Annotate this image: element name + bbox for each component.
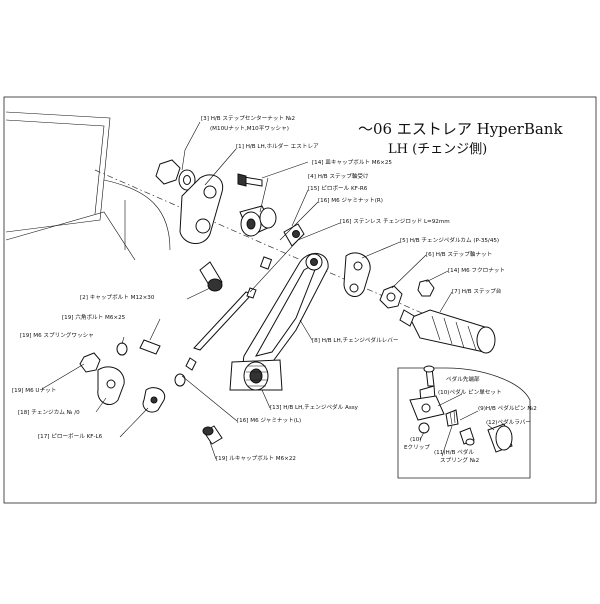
pillow-ball-r-part [259,223,305,270]
diagram-title: 〜06 エストレア HyperBank [358,120,563,138]
label-part-18: [18] チェンジカム № /0 [18,409,80,416]
label-part-16-nut-r: [16] M6 ジャミナット(R) [318,197,383,204]
label-part-3: [3] H/B ステップセンターナット №2 [201,114,295,122]
center-axis-line [94,169,496,346]
label-part-2: [2] キャップボルト M12×30 [80,293,155,301]
step-footpeg-part [399,309,496,354]
label-part-8: [8] H/B LH,チェンジペダルレバー [312,336,399,344]
frame-outline-lines [5,111,171,261]
cap-bolt-part [199,261,223,292]
diagram-frame [3,96,597,504]
step-bearing-part [239,205,277,237]
change-pedal-cam-part [343,252,371,298]
label-part-15: [15] ピロボール KF-R6 [308,184,368,192]
pedal-assy-rubber-part [229,359,283,391]
acorn-nut-part [417,279,435,297]
center-nut-part [155,159,196,191]
label-part-7: [7] H/B ステップ台 [452,287,502,295]
label-part-19-washer: [19] M6 スプリングワッシャ [20,331,94,339]
diagram-subtitle: LH (チェンジ側) [388,142,487,157]
pedal-tip-inset [397,365,531,479]
change-pedal-lever-part [242,253,329,374]
step-shaft-nut-part [379,285,403,309]
label-inset-9: (9)H/B ペダルピン №2 [478,404,537,412]
label-part-19-hexbolt: [19] 六角ボルト M6×25 [62,313,126,321]
label-part-3-detail: (M10Uナット,M10平ワッシャ) [210,125,289,132]
label-part-13: [13] H/B LH,チェンジペダル Assy [270,403,359,411]
change-rod-part [193,287,257,351]
label-inset-10-pin: (10)ペダル ピン単セット [438,388,502,396]
label-part-1: [1] H/B LH,ホルダー エストレア [236,142,319,150]
left-small-parts [79,339,223,445]
label-part-16-rod: [16] ステンレス チェンジロッド L=92mm [340,218,450,225]
label-inset-12: (12)ペダルラバー [486,418,531,426]
label-part-14-acorn: [14] M6 フクロナット [448,267,505,274]
label-inset-10-eclip: Eクリップ [404,444,430,451]
label-part-19-unut: [19] M6 Uナット [12,387,56,394]
label-part-4: [4] H/B ステップ軸受け [308,172,369,180]
holder-part [179,174,224,244]
label-part-19-capbolt: [19] ルキャップボルト M6×22 [216,454,296,462]
leader-lines [41,121,453,460]
label-inset-10-num: (10) [410,437,421,443]
label-inset-11: (11)H/B ペダル [434,448,474,456]
label-part-16-nut-l: [16] M6 ジャミナット(L) [237,417,301,424]
label-inset-11-spring: スプリング №2 [440,456,479,464]
label-part-17: [17] ピローボール KF-L6 [38,432,103,440]
inset-title: ペダル先端部 [446,375,480,383]
label-part-6: [6] H/B ステップ軸ナット [426,250,492,258]
label-part-14-bolt: [14] 皿キャップボルト M6×25 [312,158,392,166]
countersunk-bolt-part [237,173,263,187]
label-part-5: [5] H/B チェンジペダルカム (P-35/45) [400,236,499,244]
